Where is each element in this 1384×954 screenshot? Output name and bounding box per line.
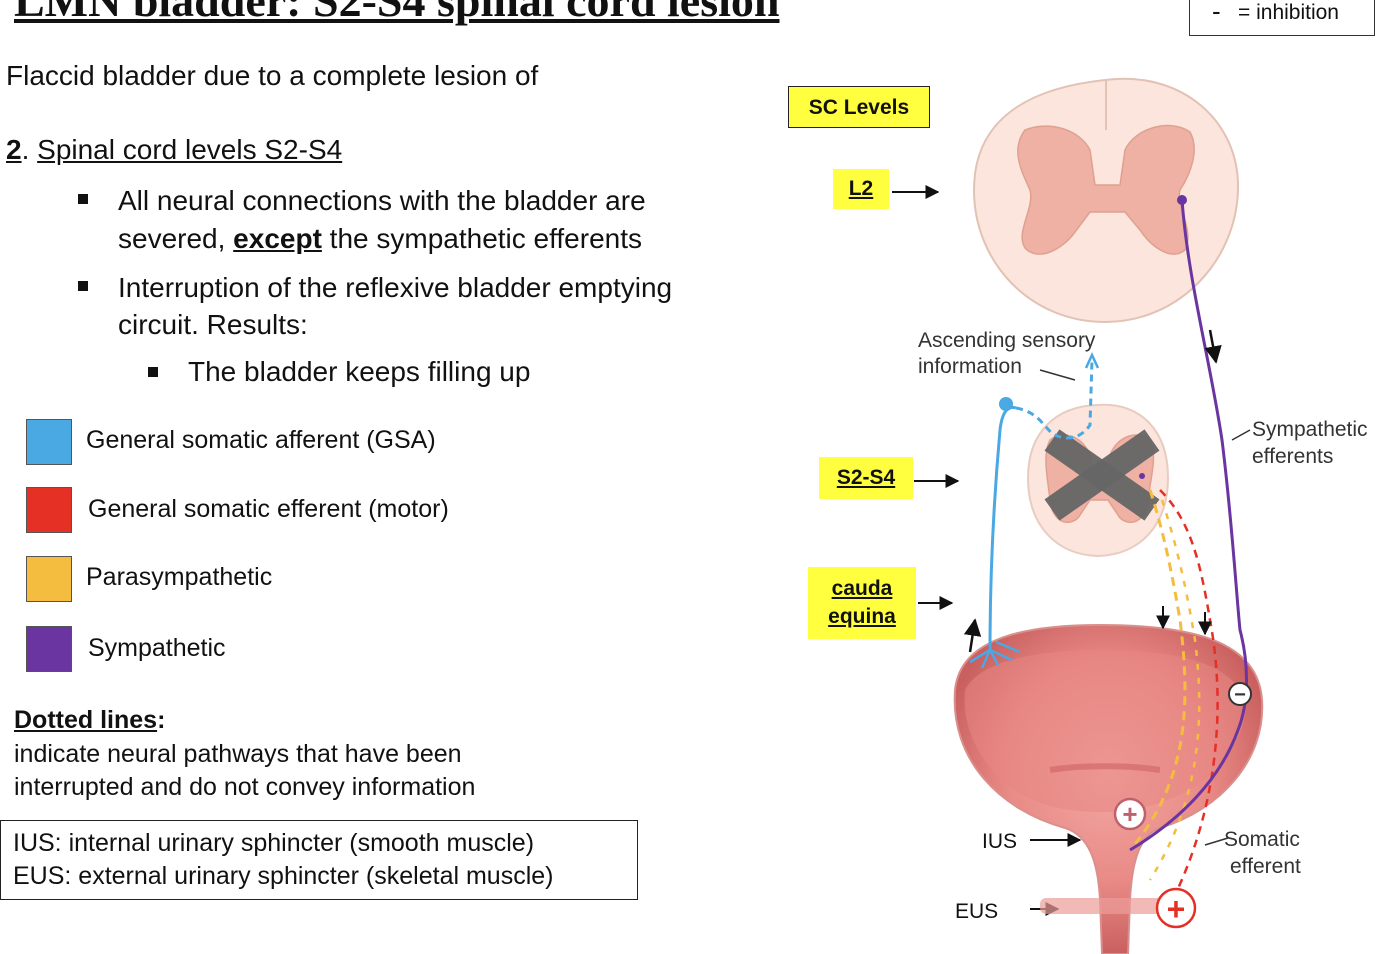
bullet-marker — [78, 194, 88, 204]
eus-label: EUS — [955, 900, 998, 923]
lesion-x-mark — [1044, 429, 1160, 521]
afferent-direction-arrow — [963, 618, 982, 653]
ius-label: IUS — [982, 830, 1017, 853]
eus-excitation-icon: + — [1155, 887, 1197, 929]
somatic-motor-pathway — [1159, 489, 1219, 896]
sub-bullet: The bladder keeps filling up — [188, 356, 531, 387]
legend-label-motor: General somatic efferent (motor) — [88, 495, 449, 523]
eus-muscle — [1040, 898, 1190, 914]
sub-bullet-marker — [148, 367, 158, 377]
ascending-sensory-line1: Ascending sensory — [918, 329, 1096, 352]
parasympathetic-swatch — [26, 556, 72, 602]
legend-label-gsa: General somatic afferent (GSA) — [86, 426, 436, 454]
sympathetic-efferents-line2: efferents — [1252, 445, 1333, 468]
inhibition-minus: − — [1234, 684, 1246, 706]
parasympathetic-pathway — [1128, 489, 1201, 881]
s2-s4-label: S2-S4 — [819, 457, 913, 499]
dotted-lines-text: indicate neural pathways that have been … — [14, 740, 476, 801]
bullet-1-text-a: All neural connections with the bladder … — [118, 185, 646, 254]
eus-plus: + — [1167, 891, 1186, 927]
somatic-efferent-line1: Somatic — [1224, 828, 1300, 851]
sympathetic-swatch — [26, 626, 72, 672]
sympathetic-efferent-pathway — [1129, 195, 1248, 852]
cauda-equina-label: cauda equina — [808, 567, 916, 639]
point-number: 2 — [6, 134, 22, 165]
gsa-swatch — [26, 419, 72, 465]
dotted-heading-text: Dotted lines — [14, 706, 158, 734]
ius-definition: IUS: internal urinary sphincter (smooth … — [13, 829, 535, 857]
bullet-marker — [78, 281, 88, 291]
ascending-sensory-line2: information — [918, 355, 1022, 378]
motor-swatch — [26, 487, 72, 533]
bullet-1: All neural connections with the bladder … — [118, 182, 758, 258]
intro-text: Flaccid bladder due to a complete lesion… — [6, 60, 539, 91]
eus-definition: EUS: external urinary sphincter (skeleta… — [13, 862, 554, 890]
inhibition-symbol: - — [1212, 0, 1221, 26]
sympathetic-efferents-line1: Sympathetic — [1252, 418, 1368, 441]
bladder-innervation-diagram: − + + Ascending sensory information Symp… — [892, 77, 1368, 954]
sc-levels-label: SC Levels — [788, 86, 930, 128]
sympathetic-direction-arrow — [1204, 329, 1222, 364]
cauda-equina-line2: equina — [828, 605, 896, 628]
ius-excitation-icon: + — [1113, 797, 1147, 831]
ius-plus: + — [1122, 799, 1137, 829]
point-text: Spinal cord levels S2-S4 — [37, 134, 343, 165]
l2-label: L2 — [833, 169, 889, 209]
dotted-lines-heading: Dotted lines: — [14, 706, 165, 735]
sphincter-definitions: IUS: internal urinary sphincter (smooth … — [0, 820, 638, 900]
cauda-equina-line1: cauda — [831, 577, 893, 600]
bullet-1-text-b: the sympathetic efferents — [321, 223, 642, 254]
l2-spinal-cord-section — [972, 77, 1240, 324]
legend-label-sympathetic: Sympathetic — [88, 634, 226, 662]
dotted-heading-colon: : — [157, 706, 166, 734]
point-heading: 2. Spinal cord levels S2-S4 — [6, 134, 342, 166]
bullet-2: Interruption of the reflexive bladder em… — [118, 272, 673, 340]
inhibition-legend: - = inhibition — [1189, 0, 1375, 36]
page-title: LMN bladder: S2-S4 spinal cord lesion — [14, 0, 780, 26]
bullet-1-emphasis: except — [233, 223, 322, 254]
inhibition-symbol-icon: − — [1228, 682, 1252, 706]
legend-label-parasympathetic: Parasympathetic — [86, 563, 273, 591]
gsa-afferent-pathway — [969, 352, 1100, 669]
somatic-efferent-line2: efferent — [1230, 855, 1301, 878]
inhibition-legend-text: = inhibition — [1238, 1, 1339, 24]
point-separator: . — [21, 134, 38, 165]
